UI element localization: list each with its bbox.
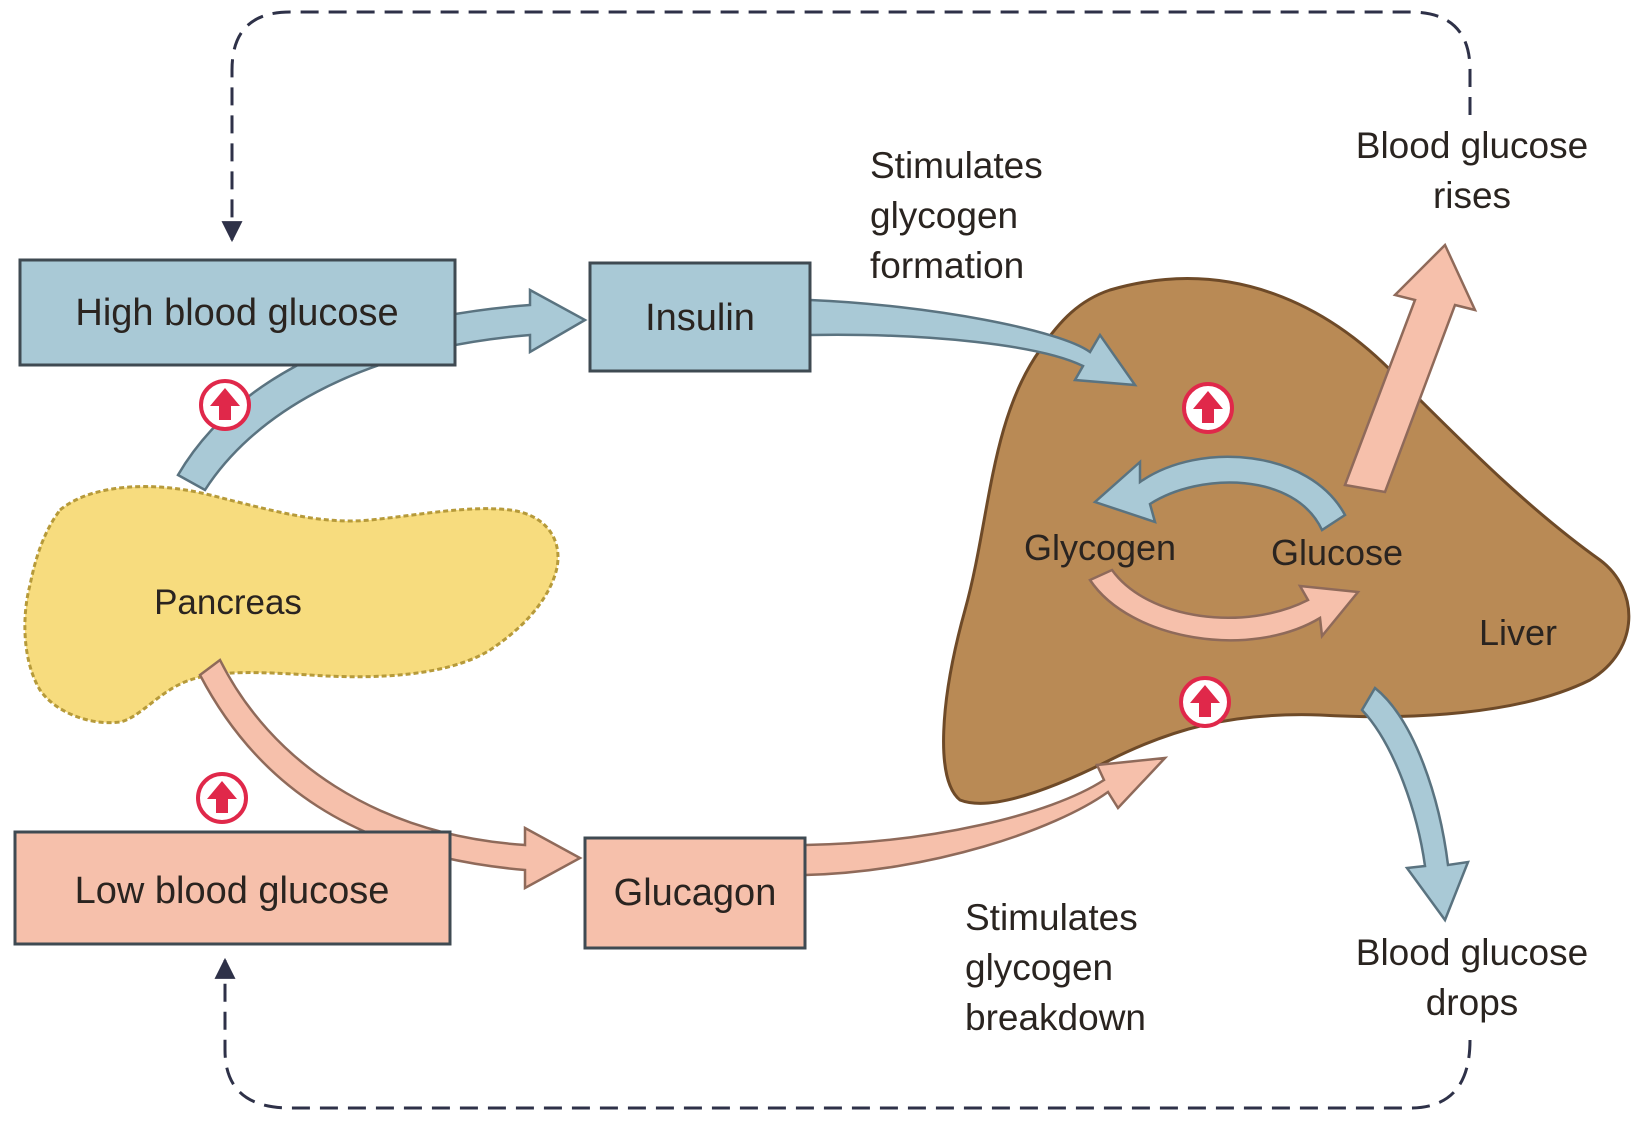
glycogen-label: Glycogen xyxy=(1024,527,1176,568)
glucose-rises-line-2: rises xyxy=(1433,175,1511,216)
blood-glucose-drops-arrow xyxy=(1362,688,1468,920)
glucagon-effect-caption: Stimulates glycogen breakdown xyxy=(965,897,1146,1038)
liver-label: Liver xyxy=(1479,612,1557,653)
glucagon-effect-line-1: Stimulates xyxy=(965,897,1138,938)
insulin-effect-caption: Stimulates glycogen formation xyxy=(870,145,1043,286)
insulin-effect-line-1: Stimulates xyxy=(870,145,1043,186)
glucose-drops-line-2: drops xyxy=(1426,982,1519,1023)
high-blood-glucose-label: High blood glucose xyxy=(75,292,398,334)
stimulus-marker-liver-bottom xyxy=(1181,678,1229,726)
glucose-rises-caption: Blood glucose rises xyxy=(1356,125,1588,216)
stimulus-marker-high-glucose xyxy=(201,381,249,429)
glucagon-effect-line-2: glycogen xyxy=(965,947,1113,988)
stimulus-marker-liver-top xyxy=(1184,384,1232,432)
pancreas-label: Pancreas xyxy=(154,583,302,622)
feedback-loop-bottom xyxy=(225,960,1470,1108)
glucagon-box: Glucagon xyxy=(585,838,805,948)
low-blood-glucose-box: Low blood glucose xyxy=(15,832,450,944)
insulin-box: Insulin xyxy=(590,263,810,371)
glucose-rises-line-1: Blood glucose xyxy=(1356,125,1588,166)
low-blood-glucose-label: Low blood glucose xyxy=(75,870,390,912)
glucose-drops-line-1: Blood glucose xyxy=(1356,932,1588,973)
stimulus-marker-low-glucose xyxy=(198,774,246,822)
glucagon-effect-line-3: breakdown xyxy=(965,997,1146,1038)
glucagon-label: Glucagon xyxy=(614,872,777,914)
insulin-effect-line-3: formation xyxy=(870,245,1024,286)
insulin-label: Insulin xyxy=(645,297,755,339)
high-blood-glucose-box: High blood glucose xyxy=(20,260,455,365)
insulin-effect-line-2: glycogen xyxy=(870,195,1018,236)
glucose-label: Glucose xyxy=(1271,532,1403,573)
glucose-drops-caption: Blood glucose drops xyxy=(1356,932,1588,1023)
feedback-loop-top xyxy=(232,12,1470,240)
